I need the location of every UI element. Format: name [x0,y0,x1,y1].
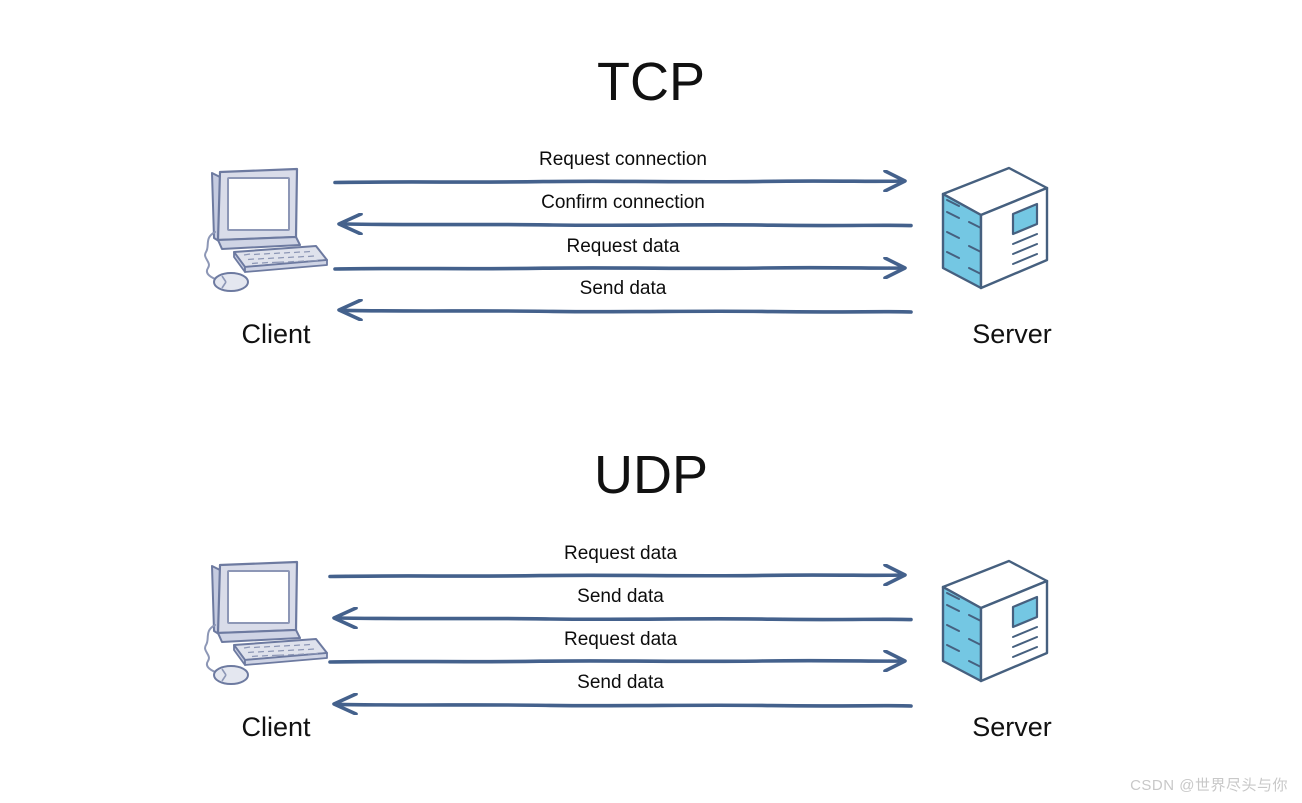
arrow-left [332,693,913,715]
udp-client-label: Client [241,712,311,742]
tcp-message-row-2: Confirm connection [333,192,913,235]
udp-message-label-3: Request data [563,629,678,650]
csdn-watermark: CSDN @世界尽头与你 [1130,777,1288,794]
tcp-title: TCP [597,52,705,112]
udp-message-label-1: Request data [563,543,678,564]
tcp-message-label-4: Send data [579,278,667,299]
arrow-left [337,299,913,321]
tcp-message-label-3: Request data [566,236,680,257]
arrow-left [337,213,913,235]
arrow-right [333,257,907,279]
udp-title: UDP [593,445,708,505]
tcp-client-label: Client [241,319,311,349]
arrow-right [333,170,907,192]
udp-message-row-2: Send data [328,586,913,629]
server-tower-icon [935,553,1055,693]
tcp-message-row-3: Request data [333,236,913,279]
udp-message-row-3: Request data [328,629,913,672]
tcp-message-label-1: Request connection [539,149,707,170]
server-tower-icon [935,160,1055,300]
arrow-left [332,607,913,629]
udp-message-row-1: Request data [328,543,913,586]
arrow-right [328,650,907,672]
udp-message-row-4: Send data [328,672,913,715]
udp-message-label-2: Send data [577,586,664,607]
udp-section: UDP Client [0,393,1302,793]
arrow-right [328,564,907,586]
client-computer-icon [196,160,336,300]
tcp-message-row-4: Send data [333,278,913,321]
udp-message-label-4: Send data [577,672,664,693]
tcp-message-label-2: Confirm connection [541,192,705,213]
tcp-section: TCP [0,0,1302,400]
tcp-message-row-1: Request connection [333,149,913,192]
tcp-server-label: Server [972,319,1052,349]
client-computer-icon [196,553,336,693]
udp-server-label: Server [972,712,1052,742]
